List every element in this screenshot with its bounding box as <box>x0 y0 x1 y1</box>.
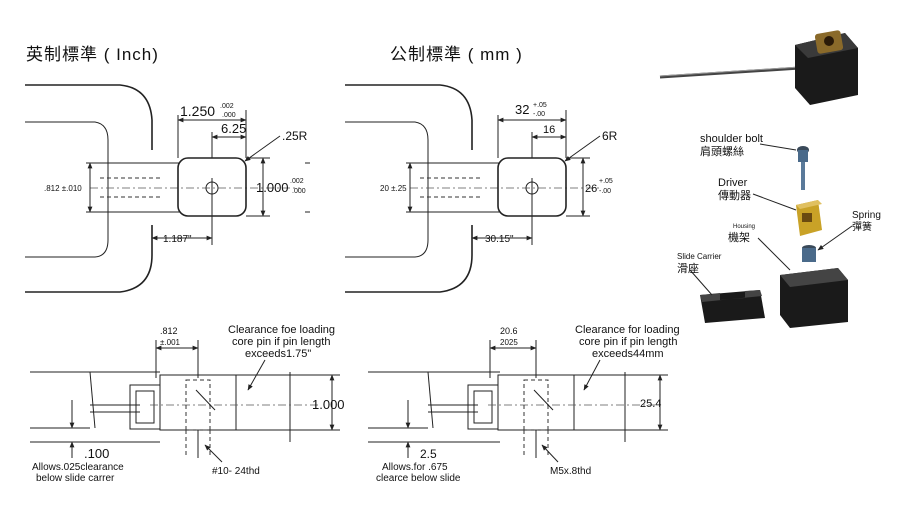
inch-housing <box>159 374 237 431</box>
inch-frame-outer-bottom <box>25 225 153 293</box>
mm-thread: M5x.8thd <box>550 466 591 477</box>
mm-standard-title: 公制標準 ( mm ) <box>390 45 523 64</box>
mm-side-dim-254: 25.4 <box>640 398 661 410</box>
inch-tol-1000-lower: .000 <box>292 188 306 195</box>
label-shoulder-bolt-en: shoulder bolt <box>700 133 763 145</box>
inch-dim-100: .100 <box>84 446 109 461</box>
label-slide-carrier-en: Slide Carrier <box>677 252 722 261</box>
label-housing-en: Housing <box>733 224 755 230</box>
exploded-parts: shoulder bolt 肩頭螺絲 Driver 傳動器 Housing 機架… <box>677 133 881 328</box>
inch-slide-carrier <box>129 384 161 430</box>
mm-radius: 6R <box>602 129 618 143</box>
assembled-unit-illustration <box>659 30 858 105</box>
mm-note-line3: exceeds44mm <box>592 348 664 360</box>
mm-allow-line2: clearce below slide <box>376 473 461 484</box>
mm-side-dim-206-tol: 2025 <box>500 338 518 347</box>
housing-part <box>780 268 848 328</box>
inch-tol-1000-upper: .002 <box>290 178 304 185</box>
inch-note-line3: exceeds1.75" <box>245 348 311 360</box>
inch-allow-line1: Allows.025clearance <box>32 462 124 473</box>
label-driver-en: Driver <box>718 177 748 189</box>
inch-note-line2: core pin if pin length <box>232 336 330 348</box>
inch-dim-812-left: .812 ±.010 <box>44 184 82 193</box>
inch-tol-1250-lower: .000 <box>222 112 236 119</box>
inch-allow-line2: below slide carrer <box>36 473 115 484</box>
inch-dim-1000: 1.000 <box>256 180 289 195</box>
mm-side-view: 20.6 2025 Clearance for loading core pin… <box>368 324 680 484</box>
slide-carrier-part <box>700 290 765 323</box>
inch-dim-1250: 1.250 <box>180 103 215 119</box>
mm-side-dim-206: 20.6 <box>500 326 518 336</box>
inch-dim-625: 6.25 <box>221 121 246 136</box>
inch-standard-title: 英制標準 ( Inch) <box>26 45 159 64</box>
mm-frame-inner <box>345 121 429 258</box>
mm-tol-26-lower: -.00 <box>599 188 611 195</box>
mm-slide-carrier <box>467 384 499 430</box>
mm-housing <box>497 374 575 431</box>
mm-dim-16: 16 <box>543 124 555 136</box>
inch-side-view: .812 ±.001 Clearance foe loading core pi… <box>30 324 345 484</box>
label-driver-zh: 傳動器 <box>718 188 751 202</box>
label-spring-en: Spring <box>852 210 881 221</box>
inch-side-dim-812: .812 <box>160 326 178 336</box>
label-spring-zh: 彈簧 <box>852 220 872 233</box>
mm-tol-26-upper: +.05 <box>599 178 613 185</box>
inch-dim-1187: 1.187" <box>163 234 192 245</box>
mm-frame-outer-top <box>345 84 473 150</box>
inch-frame-outer-top <box>25 84 153 150</box>
mm-allow-line1: Allows.for .675 <box>382 462 448 473</box>
mm-dim-32: 32 <box>515 102 529 117</box>
inch-side-dim-812-tol: ±.001 <box>160 338 181 347</box>
inch-radius: .25R <box>282 129 308 143</box>
inch-side-dim-1000: 1.000 <box>312 397 345 412</box>
label-housing-zh: 機架 <box>728 230 750 244</box>
driver-part <box>796 200 822 236</box>
mm-top-view: 32 +.05 -.00 16 6R 20 ±.25 26 +.05 -.00 … <box>345 84 618 293</box>
mm-note-line2: core pin if pin length <box>579 336 677 348</box>
mm-frame-outer-bottom <box>345 225 473 293</box>
mm-dim-20: 20 ±.25 <box>380 184 407 193</box>
inch-note-line1: Clearance foe loading <box>228 324 335 336</box>
label-shoulder-bolt-zh: 肩頭螺絲 <box>700 144 744 158</box>
mm-dim-25: 2.5 <box>420 447 437 461</box>
inch-tol-1250-upper: .002 <box>220 103 234 110</box>
mm-dim-3015: 30.15" <box>485 234 514 245</box>
inch-top-view: 1.250 .002 .000 6.25 .25R .812 ±.010 1.0… <box>25 84 310 293</box>
spring-part <box>802 245 816 262</box>
label-slide-carrier-zh: 滑座 <box>677 261 699 275</box>
inch-thread: #10- 24thd <box>212 466 260 477</box>
mm-note-line1: Clearance for loading <box>575 324 680 336</box>
mm-tol-32-lower: -.00 <box>533 111 545 118</box>
inch-frame-inner <box>25 121 109 258</box>
mm-tol-32-upper: +.05 <box>533 102 547 109</box>
shoulder-bolt-part <box>797 146 809 190</box>
mm-dim-26: 26 <box>585 183 597 195</box>
